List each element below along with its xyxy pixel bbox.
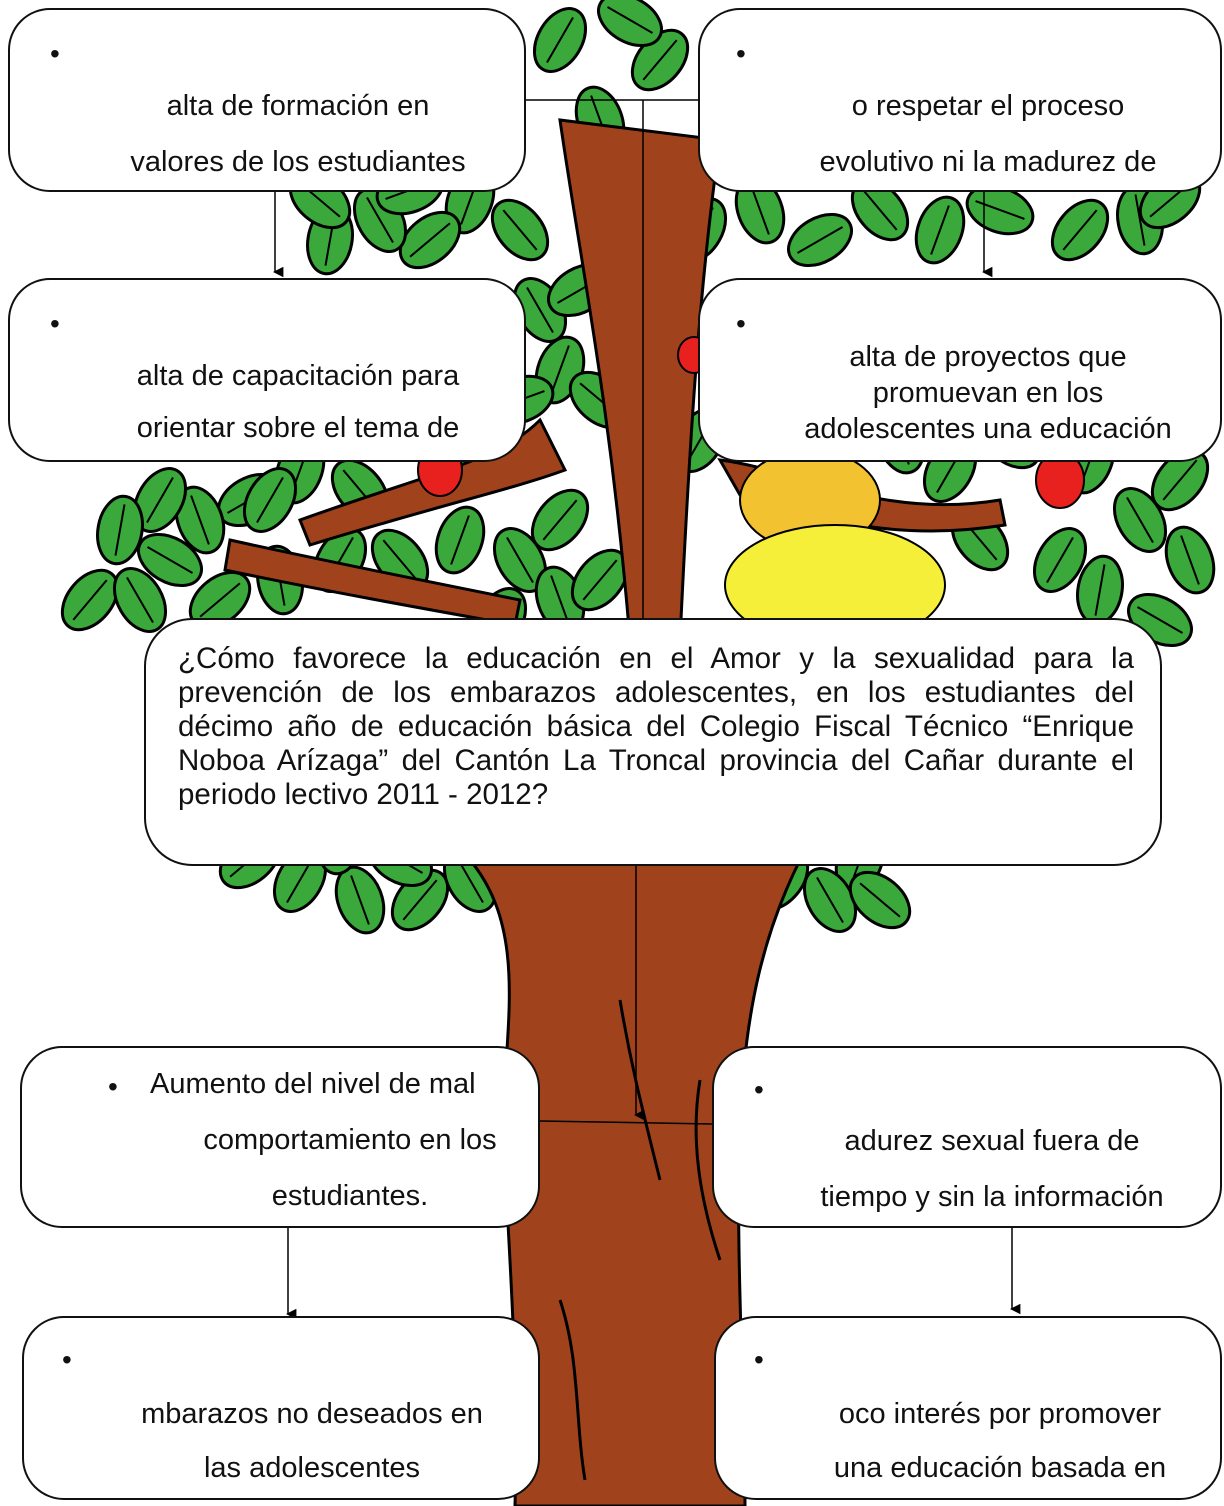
leaf-vein <box>126 576 154 624</box>
cause-text-line: alta de formación en <box>166 90 430 122</box>
leaf-vein <box>550 345 570 395</box>
leaf-vein <box>199 582 241 618</box>
effect-text-line: estudiantes. <box>271 1180 429 1212</box>
effect-box-behavior: • Aumento del nivel de mal comportamient… <box>20 1046 540 1228</box>
leaf-vein <box>409 222 451 258</box>
leaf-vein <box>930 205 950 255</box>
leaf-vein <box>1136 606 1184 634</box>
leaf-vein <box>1134 194 1146 246</box>
leaf-vein <box>382 539 418 581</box>
leaf-vein <box>1126 496 1154 544</box>
effect-box-interest: • oco interés por promover una educación… <box>714 1316 1222 1500</box>
effect-text-line: comportamiento en los <box>203 1124 497 1156</box>
cause-text-line: o respetar el proceso <box>851 90 1125 122</box>
leaf-vein <box>256 476 284 524</box>
effect-text-line: las adolescentes <box>203 1452 421 1484</box>
cause-text-line: valores de los estudiantes <box>130 146 466 178</box>
effect-text-line: tiempo y sin la información <box>820 1181 1164 1213</box>
leaf-vein <box>1062 209 1098 251</box>
effect-text-line: adurez sexual fuera de <box>844 1125 1140 1157</box>
leaf-vein <box>502 209 538 251</box>
leaf-vein <box>862 189 898 231</box>
bullet: • <box>50 308 60 339</box>
cause-box-training: • alta de capacitación para orientar sob… <box>8 278 526 462</box>
effect-text-line: mbarazos no deseados en <box>141 1398 483 1430</box>
tree-canopy <box>60 0 1216 935</box>
cause-box-projects: • alta de proyectos que promuevan en los… <box>698 278 1222 462</box>
bullet: • <box>736 38 746 69</box>
leaf-vein <box>402 879 438 921</box>
cause-text-line: alta de proyectos que <box>849 341 1127 373</box>
leaf-vein <box>72 579 108 621</box>
bullet: • <box>736 308 746 339</box>
leaf-vein <box>859 882 901 918</box>
central-question-text: ¿Cómo favorece la educación en el Amor y… <box>178 642 1134 811</box>
bullet: • <box>754 1344 764 1375</box>
cause-text-line: promuevan en los <box>872 377 1104 409</box>
effect-box-maturity: • adurez sexual fuera de tiempo y sin la… <box>712 1046 1222 1228</box>
cause-text-line: evolutivo ni la madurez de <box>819 146 1157 178</box>
leaf-vein <box>190 495 210 545</box>
bullet: • <box>754 1074 764 1105</box>
leaf-vein <box>642 39 678 81</box>
effect-box-pregnancy: • mbarazos no deseados en las adolescent… <box>22 1316 540 1500</box>
leaf-vein <box>146 546 194 574</box>
leaf-vein <box>1094 564 1106 616</box>
cause-box-values: • alta de formación en valores de los es… <box>8 8 526 192</box>
central-question-box: ¿Cómo favorece la educación en el Amor y… <box>144 618 1162 866</box>
leaf-vein <box>114 504 126 556</box>
leaf-vein <box>1046 536 1074 584</box>
leaf-vein <box>146 476 174 524</box>
leaf-vein <box>550 575 570 625</box>
cause-text-line: alta de capacitación para <box>136 360 460 392</box>
leaf-vein <box>606 6 654 34</box>
leaf-vein <box>582 559 618 601</box>
cause-text-line: orientar sobre el tema de <box>136 412 460 444</box>
leaf-vein <box>1162 459 1198 501</box>
leaf-vein <box>366 196 394 244</box>
leaf-vein <box>546 16 574 64</box>
bullet: • <box>108 1071 118 1102</box>
leaf-vein <box>450 515 470 565</box>
effect-text-line: una educación basada en <box>833 1452 1167 1484</box>
leaf-vein <box>1180 535 1200 585</box>
leaf-vein <box>796 226 844 254</box>
bullet: • <box>62 1344 72 1375</box>
leaf-vein <box>506 536 534 584</box>
effect-text-line: Aumento del nivel de mal <box>150 1068 476 1100</box>
cause-box-process: • o respetar el proceso evolutivo ni la … <box>698 8 1222 192</box>
leaf-vein <box>526 286 554 334</box>
leaf-vein <box>350 875 370 925</box>
leaf-vein <box>750 185 770 235</box>
bullet: • <box>50 38 60 69</box>
effect-text-line: oco interés por promover <box>838 1398 1162 1430</box>
cause-text-line: adolescentes una educación <box>804 413 1172 445</box>
leaf-vein <box>816 876 844 924</box>
leaf-vein <box>542 499 578 541</box>
